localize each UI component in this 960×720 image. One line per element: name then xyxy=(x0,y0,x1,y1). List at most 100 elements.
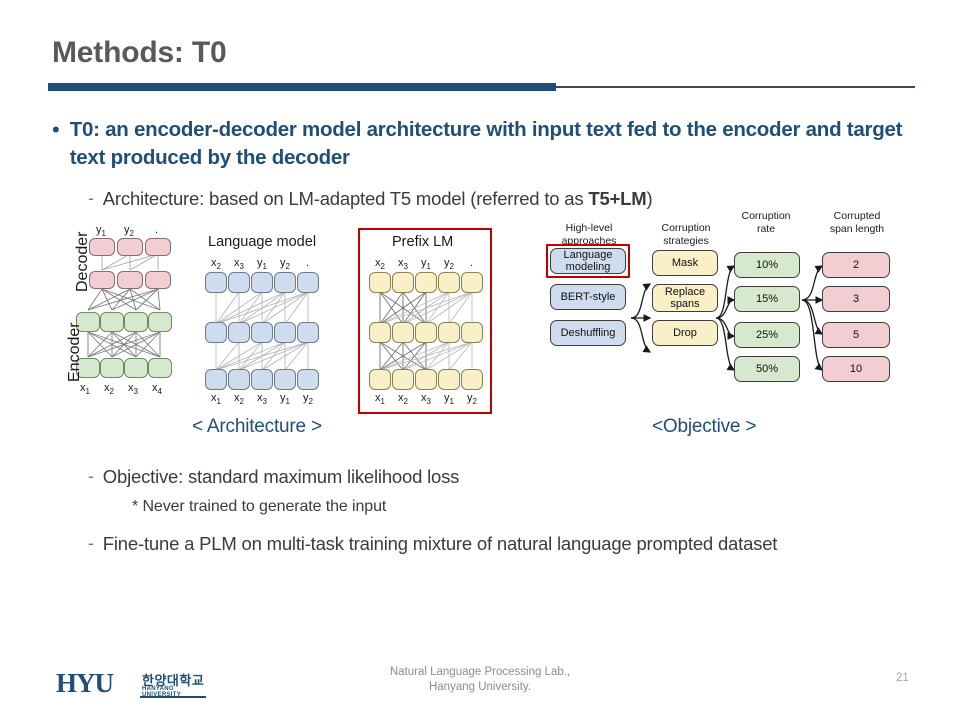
plm-token-bot-1: x1 xyxy=(375,392,385,407)
node-decoder-out-2 xyxy=(117,238,143,256)
plm-node-r3-5 xyxy=(461,369,483,390)
language-modeling-highlight-box xyxy=(546,244,630,278)
title-underline-thin xyxy=(556,86,915,88)
lm-token-top-1: x2 xyxy=(211,257,221,272)
plm-node-r1-5 xyxy=(461,272,483,293)
lm-token-bot-1: x1 xyxy=(211,392,221,407)
objective-node-bert-style: BERT-style xyxy=(550,284,626,310)
objective-node-deshuffling: Deshuffling xyxy=(550,320,626,346)
objective-figure: High-level approaches Language modeling … xyxy=(516,210,928,410)
lm-token-top-4: y2 xyxy=(280,257,290,272)
panel-language-model: Language model x2 x3 y1 y2 . xyxy=(200,224,330,410)
arch-text-post: ) xyxy=(646,188,653,209)
objective-node-span-5: 5 xyxy=(822,322,890,348)
token-bot-x4: x4 xyxy=(152,382,162,397)
architecture-figure: y1 y2 . xyxy=(58,224,496,410)
page-title: Methods: T0 xyxy=(52,36,227,69)
panel-title-language-model: Language model xyxy=(208,234,317,250)
label-encoder: Encoder xyxy=(66,322,83,382)
objective-column-header-2: Corruption rate xyxy=(741,210,791,235)
star-note: * Never trained to generate the input xyxy=(132,498,387,515)
plm-node-r2-2 xyxy=(392,322,414,343)
objective-node-rate-15: 15% xyxy=(734,286,800,312)
plm-node-r3-4 xyxy=(438,369,460,390)
plm-node-r2-5 xyxy=(461,322,483,343)
plm-node-r3-1 xyxy=(369,369,391,390)
objective-column-header-3: Corrupted span length xyxy=(829,210,885,235)
sub-bullet-finetune: - Fine-tune a PLM on multi-task training… xyxy=(88,530,898,557)
hyu-korean-name: 한양대학교 xyxy=(142,673,205,688)
plm-token-top-3: y1 xyxy=(421,257,431,272)
panel-prefix-lm: Prefix LM x2 x3 y1 y2 . xyxy=(364,224,494,410)
node-decoder-out-1 xyxy=(89,238,115,256)
edges-prefix-lm xyxy=(379,291,473,371)
lm-node-r3-2 xyxy=(228,369,250,390)
panel-encoder-decoder: y1 y2 . xyxy=(58,224,188,410)
caption-architecture: < Architecture > xyxy=(192,416,322,437)
lm-node-r1-4 xyxy=(274,272,296,293)
lm-node-r2-5 xyxy=(297,322,319,343)
plm-token-bot-3: x3 xyxy=(421,392,431,407)
node-encoder-in-2 xyxy=(100,358,124,378)
lm-node-r3-4 xyxy=(274,369,296,390)
plm-node-r1-2 xyxy=(392,272,414,293)
token-bot-x2: x2 xyxy=(104,382,114,397)
panel-title-prefix-lm: Prefix LM xyxy=(392,234,454,250)
lm-node-r3-1 xyxy=(205,369,227,390)
objective-column-header-1: Corruption strategies xyxy=(661,222,711,247)
lm-token-top-5: . xyxy=(306,257,310,269)
plm-node-r2-4 xyxy=(438,322,460,343)
hyu-wordmark: HYU xyxy=(56,668,114,698)
token-bot-x3: x3 xyxy=(128,382,138,397)
dash-bullet-icon-3: - xyxy=(88,533,94,553)
edges-language-model xyxy=(215,291,309,371)
footer-lab-credit: Natural Language Processing Lab., Hanyan… xyxy=(330,665,630,695)
lm-node-r2-1 xyxy=(205,322,227,343)
objective-node-rate-50: 50% xyxy=(734,356,800,382)
lm-node-r1-5 xyxy=(297,272,319,293)
lm-node-r1-2 xyxy=(228,272,250,293)
objective-node-span-2: 2 xyxy=(822,252,890,278)
token-top-y2: y2 xyxy=(124,224,134,239)
objective-node-span-10: 10 xyxy=(822,356,890,382)
node-encoder-in-3 xyxy=(124,358,148,378)
lm-node-r3-5 xyxy=(297,369,319,390)
edges-encoder-decoder xyxy=(87,253,161,358)
node-encoder-in-4 xyxy=(148,358,172,378)
hyu-english-name: HANYANG UNIVERSITY xyxy=(142,686,182,698)
lm-node-r3-3 xyxy=(251,369,273,390)
plm-token-top-1: x2 xyxy=(375,257,385,272)
objective-node-replace-spans: Replace spans xyxy=(652,284,718,312)
plm-token-top-5: . xyxy=(470,257,474,269)
lm-token-bot-4: y1 xyxy=(280,392,290,407)
plm-token-bot-4: y1 xyxy=(444,392,454,407)
page-number: 21 xyxy=(896,672,909,684)
title-underline-thick xyxy=(48,83,556,91)
plm-token-bot-2: x2 xyxy=(398,392,408,407)
main-bullet: • T0: an encoder-decoder model architect… xyxy=(52,116,912,172)
caption-objective: <Objective > xyxy=(652,416,757,437)
objective-node-rate-25: 25% xyxy=(734,322,800,348)
objective-column-header-0: High-level approaches xyxy=(561,222,617,247)
objective-node-rate-10: 10% xyxy=(734,252,800,278)
hyu-logo-rule xyxy=(140,696,206,698)
lm-node-r1-3 xyxy=(251,272,273,293)
arch-text-pre: Architecture: based on LM-adapted T5 mod… xyxy=(102,188,589,209)
token-top-dot: . xyxy=(155,224,159,236)
lm-node-r2-3 xyxy=(251,322,273,343)
plm-node-r3-3 xyxy=(415,369,437,390)
token-top-y1: y1 xyxy=(96,224,106,239)
lm-node-r2-4 xyxy=(274,322,296,343)
sub-bullet-objective: - Objective: standard maximum likelihood… xyxy=(88,463,908,490)
plm-token-top-4: y2 xyxy=(444,257,454,272)
node-encoder-in-1 xyxy=(76,358,100,378)
lm-token-bot-5: y2 xyxy=(303,392,313,407)
dash-bullet-icon: - xyxy=(88,188,94,208)
bullet-dot-icon: • xyxy=(52,117,60,142)
node-encoder-hid-3 xyxy=(124,312,148,332)
plm-node-r1-3 xyxy=(415,272,437,293)
node-encoder-hid-4 xyxy=(148,312,172,332)
hyu-logo: HYU 한양대학교 HANYANG UNIVERSITY xyxy=(56,666,208,700)
plm-node-r1-1 xyxy=(369,272,391,293)
plm-token-bot-5: y2 xyxy=(467,392,477,407)
